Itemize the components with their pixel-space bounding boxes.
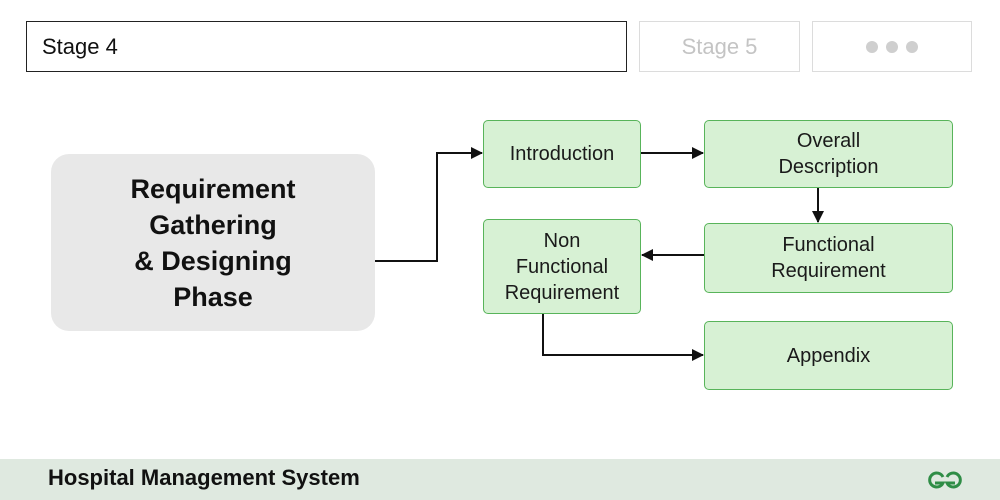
node-overall-description: Overall Description: [704, 120, 953, 188]
logo-graphic: [928, 471, 962, 489]
node-introduction: Introduction: [483, 120, 641, 188]
phase-line: Requirement: [130, 173, 296, 204]
stage-next-tab[interactable]: Stage 5: [639, 21, 800, 72]
phase-line: & Designing: [134, 245, 292, 276]
geeksforgeeks-logo-icon: [926, 468, 964, 492]
stage-current-tab[interactable]: Stage 4: [26, 21, 627, 72]
ellipsis-dot-icon: [866, 40, 878, 53]
stage-current-label: Stage 4: [42, 33, 118, 59]
node-label: Introduction: [509, 143, 615, 165]
ellipsis-dot-icon: [906, 40, 918, 53]
node-label: Appendix: [786, 344, 871, 367]
node-label: Functional: [782, 234, 875, 256]
phase-box: Requirement Gathering & Designing Phase: [51, 154, 375, 331]
node-label: Description: [778, 156, 879, 178]
node-label: Functional: [515, 255, 609, 278]
node-non-functional-requirement: Non Functional Requirement: [483, 219, 641, 314]
footer-bar: [0, 459, 1000, 500]
arrow-phase-to-introduction: [375, 147, 483, 262]
phase-line: Gathering: [149, 209, 277, 240]
ellipsis-dot-icon: [886, 40, 898, 53]
node-label: Non: [543, 229, 581, 252]
arrow-nonfunctional-to-appendix: [542, 314, 704, 361]
more-stages-button[interactable]: [812, 21, 972, 72]
node-label: Overall: [796, 130, 861, 152]
phase-line: Phase: [173, 281, 253, 312]
node-label: Requirement: [504, 281, 620, 304]
node-functional-requirement: Functional Requirement: [704, 223, 953, 293]
node-appendix: Appendix: [704, 321, 953, 390]
stage-next-label: Stage 5: [681, 33, 758, 59]
footer-title: Hospital Management System: [48, 465, 360, 490]
node-label: Requirement: [771, 260, 886, 282]
